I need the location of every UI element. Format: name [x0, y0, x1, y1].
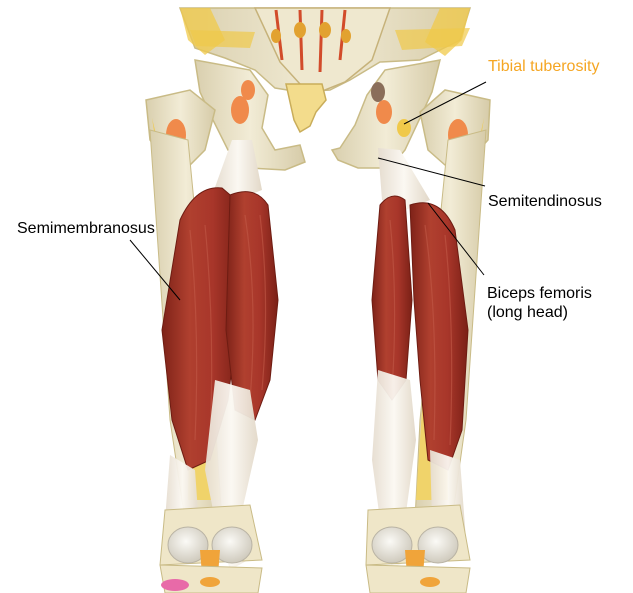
label-semitendinosus: Semitendinosus — [488, 192, 602, 211]
label-biceps-femoris: Biceps femoris (long head) — [487, 284, 607, 322]
label-biceps-femoris-line1: Biceps femoris — [487, 284, 607, 303]
label-semimembranosus: Semimembranosus — [17, 219, 155, 238]
label-tibial-tuberosity: Tibial tuberosity — [488, 57, 599, 76]
coccyx-bone — [286, 84, 326, 132]
label-biceps-femoris-line2: (long head) — [487, 303, 607, 322]
left-knee — [160, 505, 262, 593]
right-knee — [366, 505, 470, 593]
